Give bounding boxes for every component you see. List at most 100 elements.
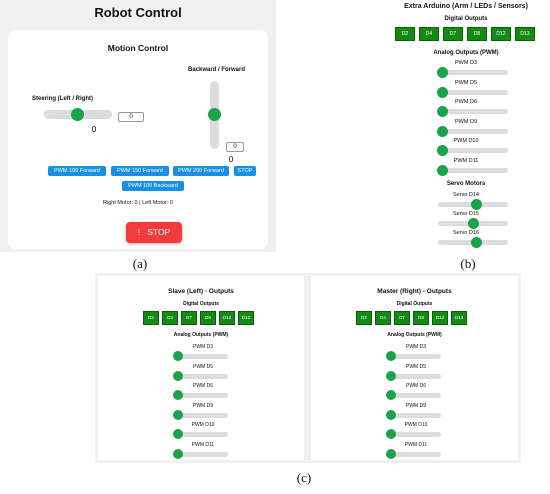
slave-pwm-slider-track[interactable]	[173, 429, 228, 439]
steering-value: 0	[91, 124, 97, 134]
pwm-label: PWM D5	[455, 79, 477, 86]
robot-control-panel: Robot Control Motion Control Backward / …	[0, 0, 276, 252]
servo-label: Servo D14	[453, 192, 479, 198]
master-outputs-card: Master (Right) - Outputs Digital Outputs…	[311, 276, 518, 460]
slave-pwm-label: PWM D3	[193, 344, 213, 350]
slave-pwm-slider-thumb[interactable]	[173, 351, 183, 361]
pwm-slider-thumb[interactable]	[437, 164, 448, 176]
master-pwm-slider-thumb[interactable]	[386, 370, 396, 381]
emergency-stop-button[interactable]: ! STOP	[126, 222, 182, 243]
steering-slider-thumb[interactable]	[71, 108, 84, 121]
pwm-label: PWM D11	[453, 157, 479, 164]
pwm-slider-track[interactable]	[437, 67, 508, 78]
steering-input[interactable]: 0	[118, 112, 144, 122]
slave-pwm-slider-thumb[interactable]	[173, 370, 183, 381]
stop-small-button[interactable]: STOP	[234, 166, 256, 176]
slave-pwm-slider-track[interactable]	[173, 409, 228, 420]
caption-c: (c)	[296, 470, 312, 485]
backward-forward-label: Backward / Forward	[188, 67, 246, 73]
slave-master-panel: Slave (Left) - Outputs Digital Outputs A…	[95, 273, 521, 463]
master-pwm-slider-track[interactable]	[386, 409, 441, 420]
slave-pwm-slider-thumb[interactable]	[173, 390, 183, 400]
digital-d8-button[interactable]: D8	[467, 27, 487, 41]
pwm-150-forward-button[interactable]: PWM 150 Forward	[111, 166, 169, 176]
pwm-slider-thumb[interactable]	[437, 145, 448, 156]
digital-d7-button[interactable]: D7	[443, 27, 463, 41]
master-digital-title: Digital Outputs	[396, 301, 433, 307]
pwm-slider-track[interactable]	[437, 145, 508, 156]
master-pwm-slider-track[interactable]	[386, 448, 441, 459]
master-pwm-label: PWM D9	[406, 402, 426, 409]
slave-pwm-slider-track[interactable]	[173, 351, 228, 361]
digital-d4-button[interactable]: D4	[419, 27, 439, 41]
steering-slider-track[interactable]	[44, 108, 112, 121]
slave-pwm-slider-thumb[interactable]	[173, 409, 183, 420]
pwm-200-forward-button[interactable]: PWM 200 Forward	[173, 166, 229, 176]
servo-slider-thumb[interactable]	[471, 237, 482, 248]
master-title: Master (Right) - Outputs	[377, 288, 452, 295]
master-pwm-slider-thumb[interactable]	[386, 351, 396, 361]
slave-pwm-slider-track[interactable]	[173, 390, 228, 400]
slave-digital-d7-button[interactable]: D7	[181, 311, 197, 325]
servo-slider-track[interactable]	[438, 218, 508, 229]
digital-d13-button[interactable]: D13	[515, 27, 535, 41]
master-pwm-slider-track[interactable]	[386, 370, 441, 381]
slave-pwm-label: PWM D11	[191, 441, 215, 448]
digital-d2-button[interactable]: D2	[395, 27, 415, 41]
slave-pwm-slider-track[interactable]	[173, 448, 228, 459]
servo-slider-track[interactable]	[438, 237, 508, 248]
slave-outputs-card: Slave (Left) - Outputs Digital Outputs A…	[98, 276, 304, 460]
pwm-slider-thumb[interactable]	[437, 106, 448, 117]
master-digital-d13-button[interactable]: D13	[451, 311, 467, 325]
master-pwm-label: PWM D3	[406, 344, 426, 350]
slave-digital-d8-button[interactable]: D8	[200, 311, 216, 325]
slave-pwm-slider-track[interactable]	[173, 370, 228, 381]
master-pwm-slider-thumb[interactable]	[386, 409, 396, 420]
servo-slider-thumb[interactable]	[468, 218, 479, 229]
master-pwm-slider-track[interactable]	[386, 351, 441, 361]
steering-label: Steering (Left / Right)	[32, 96, 93, 102]
pwm-100-forward-button[interactable]: PWM 100 Forward	[48, 166, 106, 176]
slave-digital-d4-button[interactable]: D4	[162, 311, 178, 325]
pwm-slider-track[interactable]	[437, 164, 508, 176]
master-pwm-slider-thumb[interactable]	[386, 429, 396, 439]
master-digital-d4-button[interactable]: D4	[375, 311, 391, 325]
master-digital-d2-button[interactable]: D2	[356, 311, 372, 325]
extra-arduino-panel: Extra Arduino (Arm / LEDs / Sensors) Dig…	[390, 0, 542, 252]
master-digital-d12-button[interactable]: D12	[432, 311, 448, 325]
slave-title: Slave (Left) - Outputs	[168, 288, 234, 295]
pwm-slider-track[interactable]	[437, 86, 508, 98]
page-title: Robot Control	[94, 5, 182, 20]
servo-slider-thumb[interactable]	[471, 199, 482, 210]
slave-digital-d2-button[interactable]: D2	[143, 311, 159, 325]
forward-slider-thumb[interactable]	[208, 108, 221, 121]
pwm-slider-thumb[interactable]	[437, 86, 448, 98]
master-pwm-label: PWM D5	[406, 363, 426, 370]
servo-label: Servo D15	[453, 211, 479, 217]
motion-control-card: Motion Control Backward / Forward 0 0 St…	[8, 30, 268, 249]
master-pwm-slider-track[interactable]	[386, 429, 441, 439]
slave-pwm-slider-thumb[interactable]	[173, 429, 183, 439]
slave-digital-d12-button[interactable]: D12	[219, 311, 235, 325]
slave-digital-d13-button[interactable]: D13	[238, 311, 254, 325]
master-digital-d8-button[interactable]: D8	[413, 311, 429, 325]
pwm-100-backward-button[interactable]: PWM 100 Backward	[122, 181, 184, 191]
forward-input[interactable]: 0	[226, 142, 244, 152]
master-digital-d7-button[interactable]: D7	[394, 311, 410, 325]
master-pwm-slider-thumb[interactable]	[386, 390, 396, 400]
pwm-slider-track[interactable]	[437, 125, 508, 137]
pwm-label: PWM D3	[455, 60, 477, 66]
slave-pwm-slider-thumb[interactable]	[173, 448, 183, 459]
slave-pwm-label: PWM D10	[191, 422, 215, 428]
master-pwm-slider-thumb[interactable]	[386, 448, 396, 459]
pwm-slider-thumb[interactable]	[437, 67, 448, 78]
digital-d12-button[interactable]: D12	[491, 27, 511, 41]
forward-slider-track[interactable]	[208, 81, 221, 149]
servo-slider-track[interactable]	[438, 199, 508, 210]
pwm-label: PWM D9	[455, 118, 477, 125]
motor-status: Right Motor: 0 | Left Motor: 0	[103, 200, 173, 206]
stop-label: STOP	[147, 227, 171, 237]
pwm-slider-thumb[interactable]	[437, 125, 448, 137]
master-pwm-slider-track[interactable]	[386, 390, 441, 400]
pwm-slider-track[interactable]	[437, 106, 508, 117]
